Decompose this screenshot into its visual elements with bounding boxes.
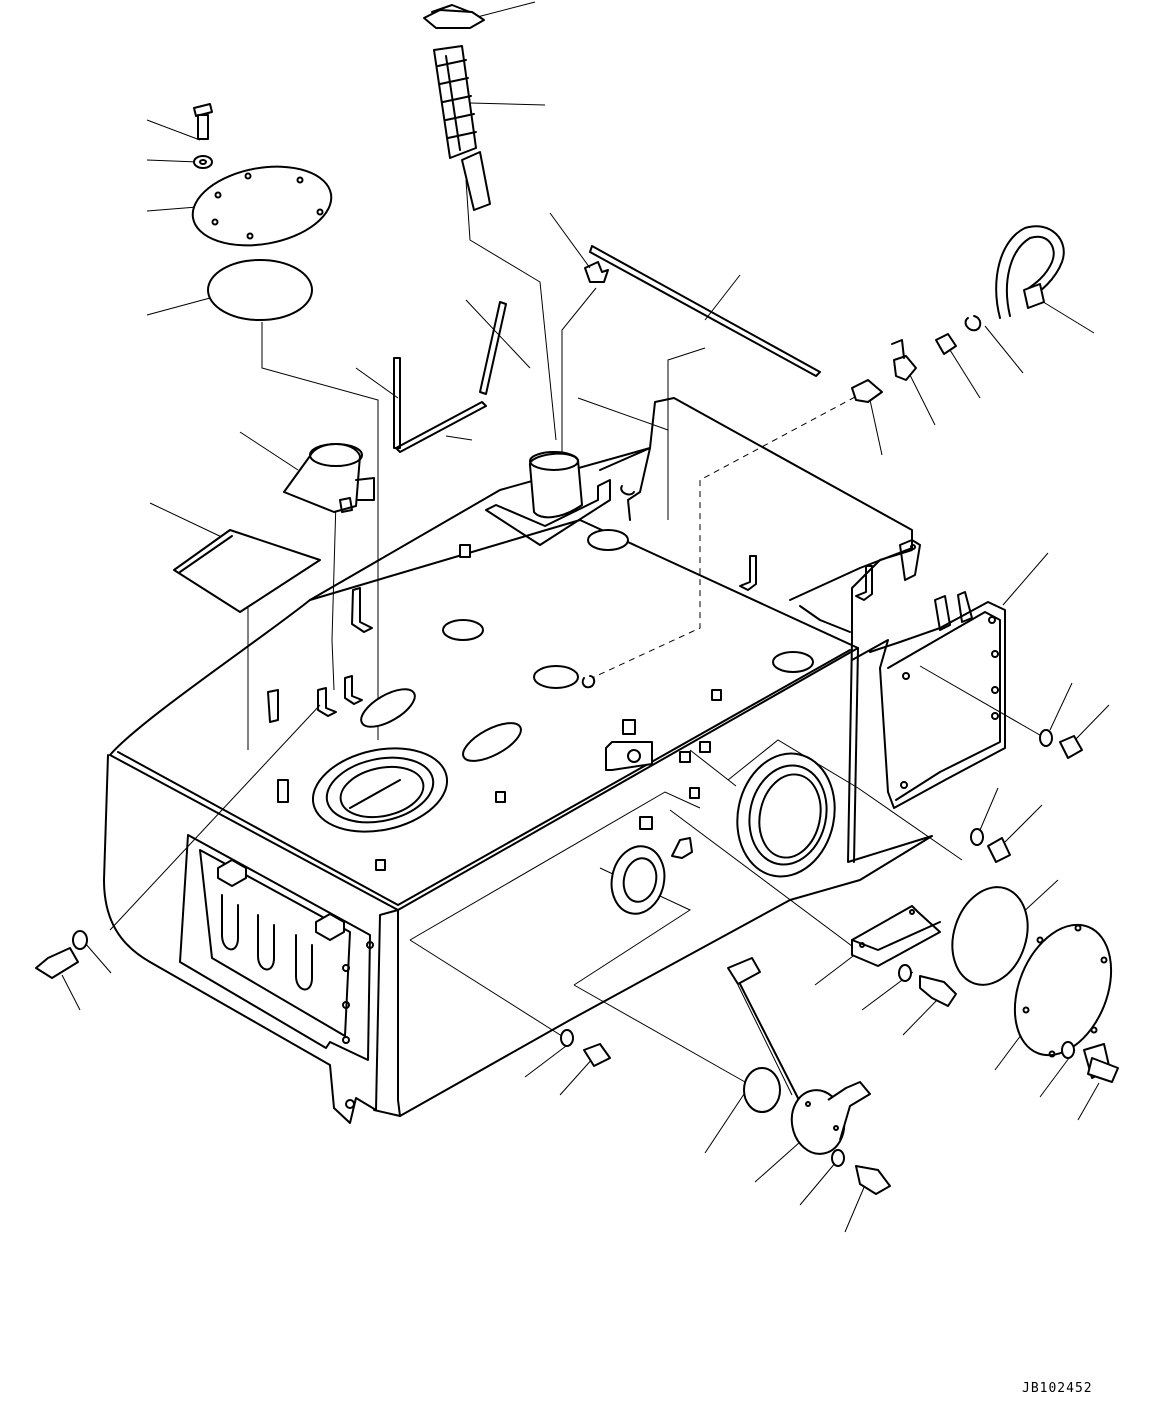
assembly-lines [109,179,1046,1096]
drawing-code-label: JB102452 [1022,1381,1093,1396]
leader-lines [61,1,1110,1233]
tank-top-features [267,447,973,871]
fuel-tank-body [103,397,1006,1124]
bottom-parts [35,930,891,1195]
loose-parts [173,4,821,613]
side-flange [610,741,836,915]
right-fittings [851,225,1119,1083]
dashed-harness-path [591,396,856,679]
